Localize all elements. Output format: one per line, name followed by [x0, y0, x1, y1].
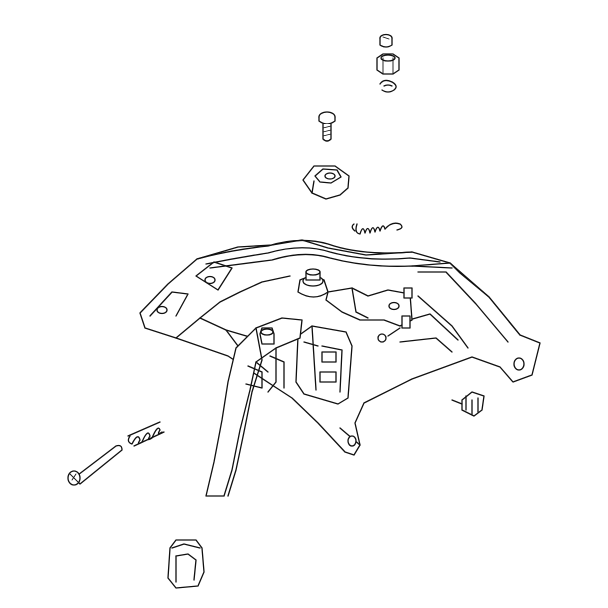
e-clip: [379, 79, 397, 93]
pan-head-screw: [318, 111, 336, 142]
control-bracket-assembly: [139, 239, 541, 497]
compression-spring: [127, 421, 165, 447]
extension-spring: [351, 222, 403, 235]
shoulder-screw: [379, 33, 393, 48]
clevis-pin: [67, 444, 123, 486]
hex-nut: [376, 53, 400, 75]
cable-connector: [451, 391, 485, 417]
lever-knob: [167, 539, 205, 589]
cable-clamp: [302, 165, 350, 200]
